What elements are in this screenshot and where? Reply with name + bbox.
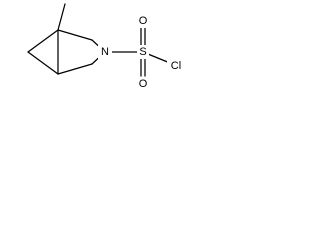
atom-nitrogen: N [101,46,109,58]
atom-chlorine: Cl [171,60,181,72]
chemical-structure: N S O O Cl [27,3,185,91]
bond-c4-c5 [57,63,93,75]
atom-oxygen-bottom: O [139,78,148,90]
bond-methyl [57,3,66,31]
bond-c1-c2 [57,29,93,41]
bond-c6-c5 [27,51,59,75]
atom-labels: N S O O Cl [98,14,185,91]
atom-sulfur: S [139,46,146,58]
atom-oxygen-top: O [139,15,148,27]
bond-c1-c6 [27,29,59,53]
